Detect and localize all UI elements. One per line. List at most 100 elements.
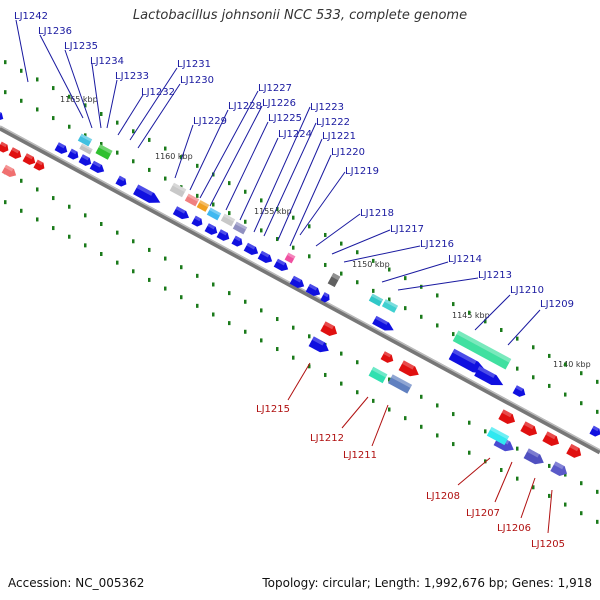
gene-label-lj1231[interactable]: LJ1231 bbox=[177, 59, 211, 70]
feature-block[interactable] bbox=[381, 299, 399, 313]
gene-label-lj1220[interactable]: LJ1220 bbox=[331, 147, 365, 158]
gene-label-lj1218[interactable]: LJ1218 bbox=[360, 208, 394, 219]
gene-label-lj1205[interactable]: LJ1205 bbox=[531, 539, 565, 550]
feature-block[interactable] bbox=[220, 213, 236, 227]
gene-label-lj1235[interactable]: LJ1235 bbox=[64, 41, 98, 52]
kbp-label: 1165 kbp bbox=[60, 95, 98, 104]
gene-arrow[interactable] bbox=[305, 283, 323, 299]
gene-label-lj1219[interactable]: LJ1219 bbox=[345, 166, 379, 177]
feature-block[interactable] bbox=[79, 143, 93, 155]
gene-label-lj1213[interactable]: LJ1213 bbox=[478, 270, 512, 281]
gene-arrow[interactable] bbox=[89, 160, 107, 176]
gene-arrow[interactable] bbox=[289, 275, 307, 291]
gene-label-lj1210[interactable]: LJ1210 bbox=[510, 285, 544, 296]
gene-label-lj1209[interactable]: LJ1209 bbox=[540, 299, 574, 310]
callout-line bbox=[520, 477, 536, 519]
feature-block[interactable] bbox=[284, 252, 296, 264]
gene-label-lj1233[interactable]: LJ1233 bbox=[115, 71, 149, 82]
gene-label-lj1208[interactable]: LJ1208 bbox=[426, 491, 460, 502]
gene-label-lj1228[interactable]: LJ1228 bbox=[228, 101, 262, 112]
gene-label-lj1222[interactable]: LJ1222 bbox=[316, 117, 350, 128]
gene-arrow[interactable] bbox=[523, 448, 547, 467]
tick-mark bbox=[420, 314, 423, 319]
gene-arrow[interactable] bbox=[115, 175, 128, 189]
gene-arrow[interactable] bbox=[54, 142, 70, 156]
gene-arrow[interactable] bbox=[243, 242, 261, 258]
gene-label-lj1206[interactable]: LJ1206 bbox=[497, 523, 531, 534]
gene-arrow[interactable] bbox=[216, 229, 232, 243]
feature-block[interactable] bbox=[368, 293, 384, 307]
gene-arrow[interactable] bbox=[498, 409, 517, 426]
gene-arrow[interactable] bbox=[172, 206, 191, 222]
gene-arrow[interactable] bbox=[566, 443, 584, 460]
gene-arrow[interactable] bbox=[1, 164, 19, 180]
feature-block[interactable] bbox=[95, 144, 113, 160]
gene-arrow[interactable] bbox=[308, 336, 332, 355]
gene-arrow[interactable] bbox=[191, 215, 204, 229]
gene-arrow[interactable] bbox=[33, 159, 46, 173]
gene-label-lj1227[interactable]: LJ1227 bbox=[258, 83, 292, 94]
callout-line bbox=[117, 94, 144, 136]
gene-label-lj1230[interactable]: LJ1230 bbox=[180, 75, 214, 86]
gene-label-lj1232[interactable]: LJ1232 bbox=[141, 87, 175, 98]
gene-arrow[interactable] bbox=[231, 235, 244, 249]
gene-arrow[interactable] bbox=[0, 109, 5, 123]
gene-arrow[interactable] bbox=[474, 366, 506, 390]
gene-arrow[interactable] bbox=[257, 250, 275, 266]
feature-block[interactable] bbox=[169, 182, 187, 198]
feature-block[interactable] bbox=[368, 366, 388, 384]
callout-line bbox=[39, 34, 84, 119]
feature-block[interactable] bbox=[196, 200, 210, 212]
gene-arrow[interactable] bbox=[589, 425, 600, 439]
gene-label-lj1217[interactable]: LJ1217 bbox=[390, 224, 424, 235]
tick-mark bbox=[292, 355, 295, 360]
gene-label-lj1221[interactable]: LJ1221 bbox=[322, 131, 356, 142]
feature-block[interactable] bbox=[206, 207, 222, 221]
feature-block[interactable] bbox=[387, 374, 413, 394]
feature-block[interactable] bbox=[184, 193, 200, 207]
gene-arrow[interactable] bbox=[372, 315, 396, 334]
kbp-label: 1145 kbp bbox=[452, 311, 490, 320]
callout-line bbox=[331, 229, 391, 255]
gene-arrow[interactable] bbox=[398, 360, 422, 379]
feature-block[interactable] bbox=[486, 426, 510, 446]
gene-label-lj1214[interactable]: LJ1214 bbox=[448, 254, 482, 265]
gene-label-lj1224[interactable]: LJ1224 bbox=[278, 129, 312, 140]
gene-arrow[interactable] bbox=[520, 421, 539, 438]
gene-label-lj1229[interactable]: LJ1229 bbox=[193, 116, 227, 127]
genome-backbone-highlight bbox=[0, 125, 600, 451]
gene-arrow[interactable] bbox=[67, 148, 80, 162]
feature-block[interactable] bbox=[232, 221, 248, 235]
tick-mark bbox=[372, 288, 375, 293]
gene-arrow[interactable] bbox=[320, 292, 331, 304]
gene-arrow[interactable] bbox=[448, 348, 492, 380]
gene-arrow[interactable] bbox=[78, 154, 94, 168]
gene-label-lj1226[interactable]: LJ1226 bbox=[262, 98, 296, 109]
gene-arrow[interactable] bbox=[320, 321, 339, 338]
gene-arrow[interactable] bbox=[8, 147, 24, 161]
gene-arrow[interactable] bbox=[133, 184, 163, 208]
gene-arrow[interactable] bbox=[542, 431, 561, 448]
tick-mark bbox=[372, 398, 375, 403]
gene-arrow[interactable] bbox=[550, 461, 569, 478]
gene-label-lj1236[interactable]: LJ1236 bbox=[38, 26, 72, 37]
feature-block[interactable] bbox=[452, 330, 512, 370]
tick-mark bbox=[548, 463, 551, 468]
gene-label-lj1223[interactable]: LJ1223 bbox=[310, 102, 344, 113]
gene-arrow[interactable] bbox=[380, 351, 396, 365]
gene-arrow[interactable] bbox=[273, 258, 291, 274]
feature-block[interactable] bbox=[327, 272, 341, 288]
feature-block[interactable] bbox=[77, 133, 93, 147]
gene-label-lj1207[interactable]: LJ1207 bbox=[466, 508, 500, 519]
gene-label-lj1242[interactable]: LJ1242 bbox=[14, 11, 48, 22]
gene-arrow[interactable] bbox=[204, 223, 220, 237]
gene-label-lj1215[interactable]: LJ1215 bbox=[256, 404, 290, 415]
gene-arrow[interactable] bbox=[512, 385, 528, 399]
gene-label-lj1225[interactable]: LJ1225 bbox=[268, 113, 302, 124]
gene-label-lj1234[interactable]: LJ1234 bbox=[90, 56, 124, 67]
gene-label-lj1211[interactable]: LJ1211 bbox=[343, 450, 377, 461]
gene-arrow[interactable] bbox=[0, 141, 11, 155]
gene-label-lj1212[interactable]: LJ1212 bbox=[310, 433, 344, 444]
gene-label-lj1216[interactable]: LJ1216 bbox=[420, 239, 454, 250]
gene-arrow[interactable] bbox=[22, 153, 38, 167]
